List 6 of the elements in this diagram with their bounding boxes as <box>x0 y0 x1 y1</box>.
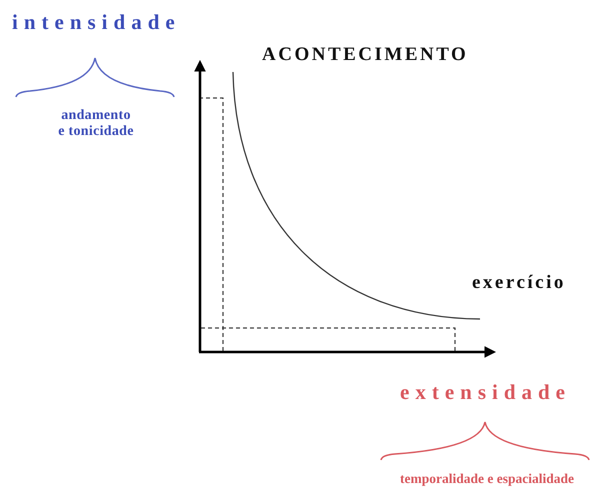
axis-description: temporalidade e espacialidade <box>400 471 574 487</box>
axis-description: andamento e tonicidade <box>57 108 135 140</box>
axis-label: extensidade <box>400 380 571 404</box>
curve-label: exercício <box>472 272 566 294</box>
axis-label: intensidade <box>12 10 181 34</box>
curve-label: ACONTECIMENTO <box>262 44 468 66</box>
